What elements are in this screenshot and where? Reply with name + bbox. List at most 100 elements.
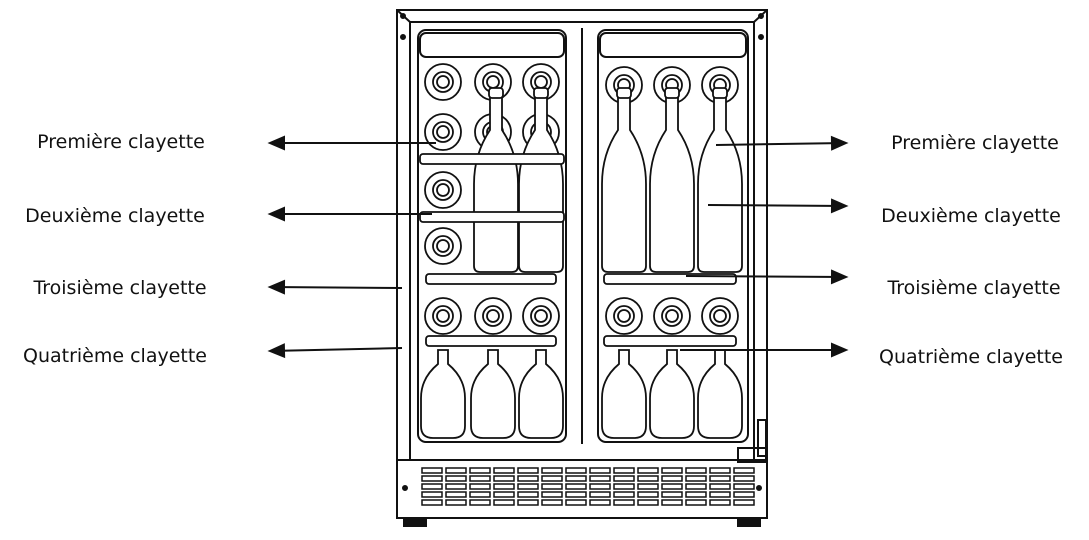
bottle-cap xyxy=(533,87,549,99)
arrow-shaft xyxy=(685,275,847,278)
arrow-head xyxy=(830,135,849,151)
arrow-icon-right-1 xyxy=(715,135,849,151)
vent-slot xyxy=(613,499,635,506)
bottle-icon xyxy=(470,349,516,439)
arrow-head xyxy=(830,269,849,285)
vent-slot xyxy=(565,499,587,506)
foot-left xyxy=(403,517,427,527)
door-hinge xyxy=(757,419,767,457)
vent-slot xyxy=(637,483,659,490)
bottle-cap xyxy=(712,87,728,99)
screw xyxy=(758,34,764,40)
arrow-icon-left-3 xyxy=(267,279,403,295)
vent-slot xyxy=(445,475,467,482)
vent-slot xyxy=(517,483,539,490)
shelf xyxy=(603,335,737,347)
vent-slot xyxy=(565,467,587,474)
vent-slot xyxy=(565,483,587,490)
vent-slot xyxy=(637,467,659,474)
vent-slot xyxy=(445,483,467,490)
vent-slot xyxy=(589,467,611,474)
bottle-icon-right-a xyxy=(601,91,647,273)
vent-slot xyxy=(421,467,443,474)
vent-slot xyxy=(733,467,755,474)
bottle-icon xyxy=(649,349,695,439)
vent-slot xyxy=(733,491,755,498)
bottle-end-icon xyxy=(424,297,462,335)
bottle-neck xyxy=(534,309,548,323)
vent-slot xyxy=(493,467,515,474)
vent-slot xyxy=(661,475,683,482)
cabinet-outer xyxy=(396,9,768,519)
top-panel-right xyxy=(599,32,747,58)
vent-slot xyxy=(469,475,491,482)
arrows xyxy=(267,135,849,359)
bottle-end-icon xyxy=(424,63,462,101)
vent-slot xyxy=(613,467,635,474)
vent-slot xyxy=(493,499,515,506)
arrow-icon-right-2 xyxy=(707,198,849,214)
shelf xyxy=(425,273,557,285)
vent-slot xyxy=(421,491,443,498)
vent-slot xyxy=(445,491,467,498)
vent-slot xyxy=(709,499,731,506)
shelf xyxy=(425,335,557,347)
vent-slot xyxy=(685,491,707,498)
bottle-end-icon xyxy=(424,171,462,209)
bottle-icon-right-c xyxy=(697,91,743,273)
ventilation-grille xyxy=(421,467,755,506)
bottle-neck xyxy=(436,183,450,197)
left-label-1: Première clayette xyxy=(37,131,205,153)
vent-slot xyxy=(421,483,443,490)
vent-slot xyxy=(589,491,611,498)
vent-slot xyxy=(421,499,443,506)
foot-right xyxy=(737,517,761,527)
vent-slot xyxy=(733,483,755,490)
vent-slot xyxy=(493,475,515,482)
bottle-cap xyxy=(664,87,680,99)
arrow-head xyxy=(831,342,849,358)
bottle-cap xyxy=(616,87,632,99)
vent-slot xyxy=(517,499,539,506)
vent-slot xyxy=(709,467,731,474)
screw xyxy=(758,13,764,19)
vent-slot xyxy=(541,475,563,482)
bottle-icon xyxy=(697,349,743,439)
vent-slot xyxy=(637,499,659,506)
vent-slot xyxy=(637,491,659,498)
bottles xyxy=(420,63,743,439)
shelf xyxy=(419,153,565,165)
vent-slot xyxy=(565,475,587,482)
bottle-end-icon xyxy=(522,297,560,335)
screw xyxy=(400,34,406,40)
vent-slot xyxy=(733,475,755,482)
vent-slot xyxy=(517,467,539,474)
vent-slot xyxy=(493,491,515,498)
vent-slot xyxy=(733,499,755,506)
bottle-icon-right-b xyxy=(649,91,695,273)
vent-slot xyxy=(685,475,707,482)
bottle-neck xyxy=(665,309,679,323)
vent-slot xyxy=(589,483,611,490)
vent-slot xyxy=(589,499,611,506)
bottle-icon xyxy=(601,349,647,439)
cabinet xyxy=(396,9,768,527)
vent-slot xyxy=(661,483,683,490)
bottle-neck xyxy=(486,75,500,89)
vent-slot xyxy=(541,491,563,498)
arrow-icon-left-1 xyxy=(267,135,436,151)
vent-slot xyxy=(469,491,491,498)
arrow-shaft xyxy=(715,142,847,146)
vent-slot xyxy=(685,467,707,474)
vent-slot xyxy=(517,491,539,498)
vent-slot xyxy=(685,483,707,490)
right-label-3: Troisième clayette xyxy=(887,277,1061,299)
arrow-shaft xyxy=(269,286,403,289)
vent-slot xyxy=(421,475,443,482)
top-panel-left xyxy=(419,32,565,58)
vent-slot xyxy=(469,499,491,506)
arrow-head xyxy=(267,206,285,222)
arrow-head xyxy=(830,198,849,214)
